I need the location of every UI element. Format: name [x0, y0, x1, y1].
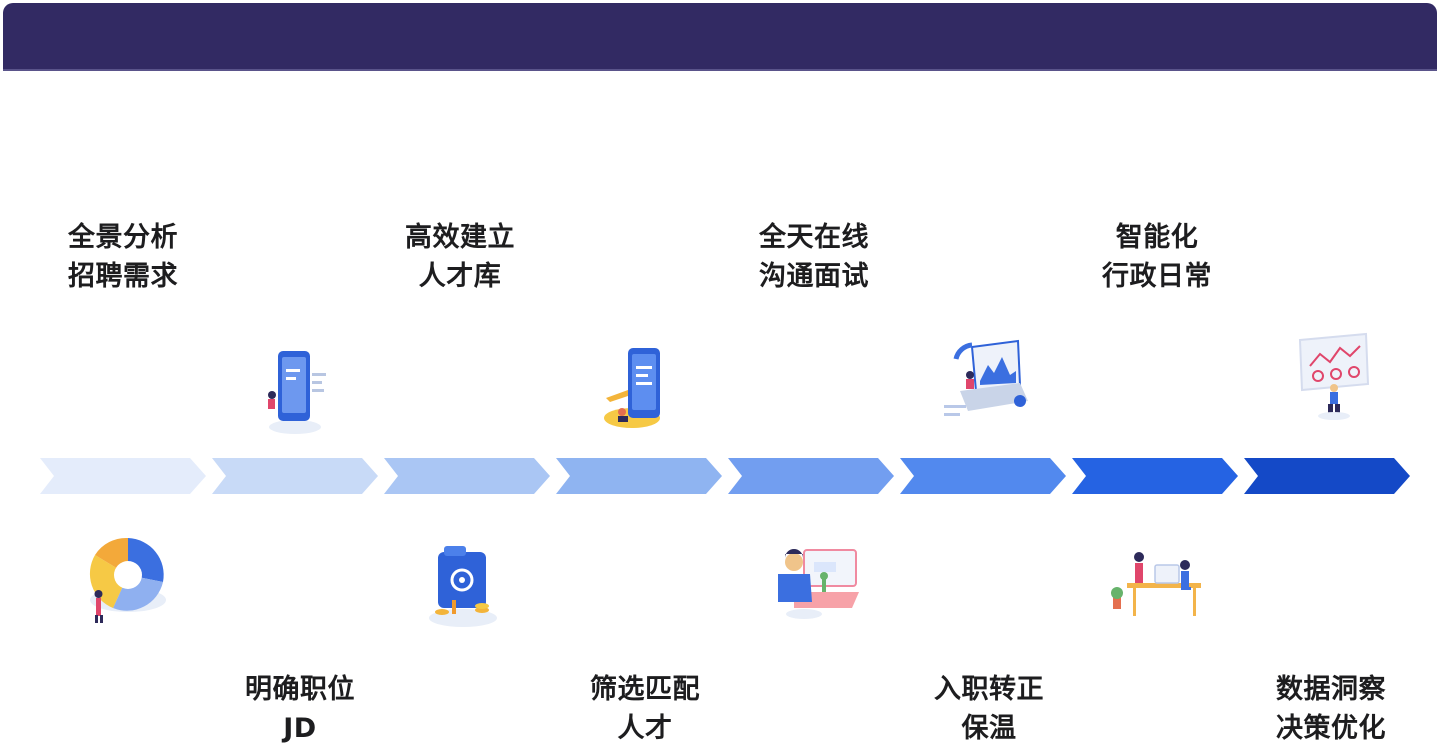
step-label-line2: 保温 — [961, 713, 1017, 744]
step-label-line2: 人才 — [617, 713, 673, 744]
step-label-jd: 明确职位 JD — [200, 670, 400, 748]
process-arrow-5 — [728, 458, 894, 494]
step-label-line1: 数据洞察 — [1276, 674, 1386, 705]
dashboard-person-icon — [1278, 326, 1388, 436]
office-desk-people-icon — [1105, 535, 1215, 645]
process-arrow-2 — [212, 458, 378, 494]
process-arrow-7 — [1072, 458, 1238, 494]
process-arrow-3 — [384, 458, 550, 494]
folder-coins-icon — [408, 530, 518, 640]
step-label-line2: 决策优化 — [1276, 713, 1386, 744]
step-label-onboarding: 入职转正 保温 — [889, 670, 1089, 748]
header-bar — [3, 3, 1437, 69]
step-label-line1: 筛选匹配 — [590, 674, 700, 705]
step-label-line1: 全景分析 — [68, 222, 178, 253]
step-label-line2: 招聘需求 — [68, 261, 178, 292]
process-arrow-4 — [556, 458, 722, 494]
phone-document-icon — [240, 335, 350, 445]
step-label-line2: 行政日常 — [1102, 261, 1212, 292]
step-label-line1: 高效建立 — [405, 222, 515, 253]
step-label-screening: 筛选匹配 人才 — [545, 670, 745, 748]
step-label-line2: 人才库 — [418, 261, 502, 292]
phone-person-icon — [582, 338, 692, 448]
video-call-person-icon — [764, 530, 874, 640]
process-arrow-1 — [40, 458, 206, 494]
step-label-admin: 智能化 行政日常 — [1057, 218, 1257, 296]
pie-chart-person-icon — [73, 520, 183, 630]
step-label-line1: 入职转正 — [934, 674, 1044, 705]
step-label-line1: 全天在线 — [759, 222, 869, 253]
step-label-interview: 全天在线 沟通面试 — [714, 218, 914, 296]
step-label-line1: 智能化 — [1115, 222, 1199, 253]
step-label-line1: 明确职位 — [245, 674, 355, 705]
process-arrow-8 — [1244, 458, 1410, 494]
step-label-talent-pool: 高效建立 人才库 — [360, 218, 560, 296]
step-label-line2: 沟通面试 — [759, 261, 869, 292]
step-label-line2: JD — [283, 713, 317, 744]
step-label-insight: 数据洞察 决策优化 — [1231, 670, 1431, 748]
process-arrow-6 — [900, 458, 1066, 494]
laptop-chart-icon — [930, 335, 1040, 445]
step-label-analysis: 全景分析 招聘需求 — [23, 218, 223, 296]
